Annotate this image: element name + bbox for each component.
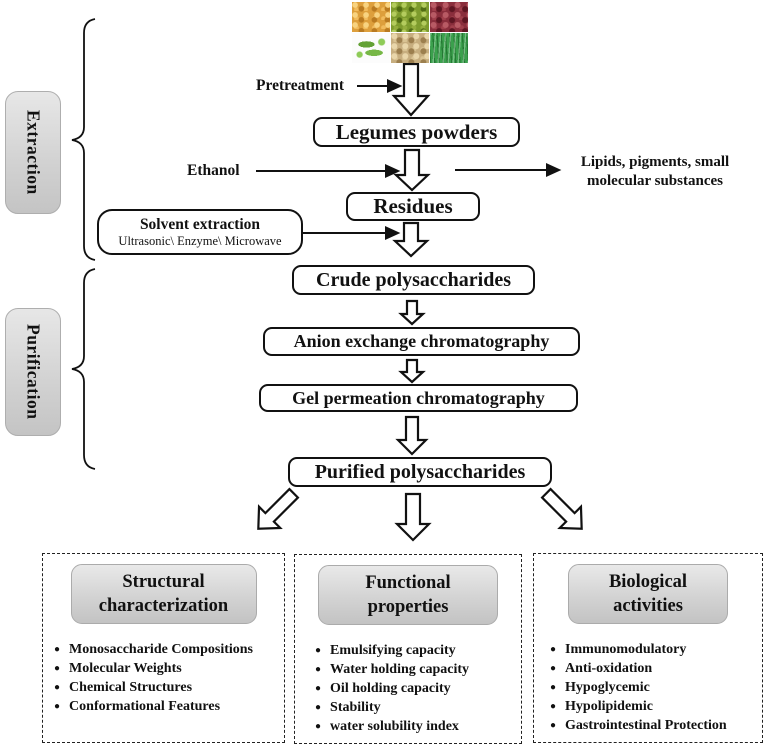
list-item-label: Oil holding capacity <box>330 681 451 696</box>
soybeans-photo <box>352 2 390 32</box>
bullet-icon: ● <box>315 645 322 656</box>
legume-photos <box>352 2 468 63</box>
solvent-extraction-title: Solvent extraction <box>139 215 261 233</box>
biological-activities-header: Biological activities <box>568 564 728 624</box>
list-item: ● water solubility index <box>315 719 517 738</box>
bullet-icon: ● <box>550 663 557 674</box>
list-item: ● Stability <box>315 700 517 719</box>
biological-activities-panel: Biological activities ● Immunomodulatory … <box>533 553 763 743</box>
bullet-icon: ● <box>550 644 557 655</box>
down-arrow-icon <box>391 62 431 117</box>
functional-properties-panel: Functional properties ● Emulsifying capac… <box>294 554 522 744</box>
list-item: ● Conformational Features <box>54 699 280 718</box>
gel-permeation-box: Gel permeation chromatography <box>259 384 578 412</box>
stage-label-purification: Purification <box>5 308 61 436</box>
list-item-label: Hypoglycemic <box>565 680 650 695</box>
byproducts-line2: molecular substances <box>587 172 723 189</box>
bullet-icon: ● <box>54 663 61 674</box>
structural-characterization-panel: Structural characterization ● Monosacchar… <box>42 553 285 743</box>
list-item-label: Water holding capacity <box>330 662 470 677</box>
bullet-icon: ● <box>315 664 322 675</box>
bullet-icon: ● <box>315 721 322 732</box>
ethanol-label: Ethanol <box>187 162 240 179</box>
bullet-icon: ● <box>550 720 557 731</box>
list-item: ● Anti-oxidation <box>550 661 758 680</box>
biological-activities-list: ● Immunomodulatory ● Anti-oxidation ● Hypog… <box>550 642 758 737</box>
bullet-icon: ● <box>315 683 322 694</box>
pretreatment-label: Pretreatment <box>256 77 345 94</box>
down-arrow-icon <box>392 221 430 258</box>
list-item-label: Immunomodulatory <box>565 642 687 657</box>
bullet-icon: ● <box>54 682 61 693</box>
down-arrow-icon <box>393 148 431 192</box>
byproducts-line1: Lipids, pigments, small <box>580 154 730 170</box>
list-item: ● Hypolipidemic <box>550 699 758 718</box>
list-item: ● Immunomodulatory <box>550 642 758 661</box>
solvent-extraction-box: Solvent extraction Ultrasonic\ Enzyme\ M… <box>97 209 303 255</box>
list-item-label: Stability <box>330 700 381 715</box>
functional-properties-header: Functional properties <box>318 565 498 625</box>
purification-brace-icon <box>71 268 96 470</box>
down-arrow-icon <box>398 299 426 326</box>
list-item: ● Hypoglycemic <box>550 680 758 699</box>
structural-characterization-header: Structural characterization <box>70 564 257 624</box>
list-item-label: Hypolipidemic <box>565 699 653 714</box>
list-item-label: Monosaccharide Compositions <box>69 642 253 657</box>
list-item: ● Oil holding capacity <box>315 681 517 700</box>
long-beans-photo <box>430 33 468 63</box>
mung-beans-photo <box>391 2 429 32</box>
list-item-label: Molecular Weights <box>69 661 182 676</box>
down-arrow-icon <box>395 415 429 456</box>
byproducts-arrow-icon <box>455 162 562 178</box>
down-left-arrow-icon <box>257 487 300 530</box>
list-item: ● Chemical Structures <box>54 680 280 699</box>
adzuki-beans-photo <box>430 2 468 32</box>
list-item: ● Emulsifying capacity <box>315 643 517 662</box>
list-item-label: Anti-oxidation <box>565 661 653 676</box>
list-item: ● Gastrointestinal Protection <box>550 718 758 737</box>
bullet-icon: ● <box>550 682 557 693</box>
down-arrow-icon <box>398 358 426 384</box>
bullet-icon: ● <box>54 701 61 712</box>
list-item-label: Gastrointestinal Protection <box>565 718 727 733</box>
crude-polysaccharides-box: Crude polysaccharides <box>292 265 535 295</box>
list-item: ● Molecular Weights <box>54 661 280 680</box>
residues-box: Residues <box>346 192 480 221</box>
list-item-label: Conformational Features <box>69 699 221 714</box>
list-item: ● Monosaccharide Compositions <box>54 642 280 661</box>
bullet-icon: ● <box>315 702 322 713</box>
byproducts-label: Lipids, pigments, small molecular substa… <box>565 153 745 191</box>
stage-label-extraction: Extraction <box>5 91 61 214</box>
list-item-label: Emulsifying capacity <box>330 643 456 658</box>
pretreatment-arrow-icon <box>357 78 403 94</box>
anion-exchange-box: Anion exchange chromatography <box>263 327 580 356</box>
purified-polysaccharides-box: Purified polysaccharides <box>288 457 552 487</box>
chickpeas-photo <box>391 33 429 63</box>
green-peas-photo <box>352 33 390 63</box>
ethanol-arrow-icon <box>256 163 401 179</box>
solvent-arrow-icon <box>303 225 401 241</box>
down-right-arrow-icon <box>540 487 583 530</box>
structural-characterization-list: ● Monosaccharide Compositions ● Molecular … <box>54 642 280 718</box>
list-item: ● Water holding capacity <box>315 662 517 681</box>
legumes-powders-box: Legumes powders <box>313 117 520 147</box>
bullet-icon: ● <box>550 701 557 712</box>
extraction-brace-icon <box>71 18 96 261</box>
down-arrow-icon <box>394 492 432 542</box>
functional-properties-list: ● Emulsifying capacity ● Water holding cap… <box>315 643 517 738</box>
bullet-icon: ● <box>54 644 61 655</box>
list-item-label: Chemical Structures <box>69 680 193 695</box>
solvent-extraction-methods: Ultrasonic\ Enzyme\ Microwave <box>118 233 282 248</box>
list-item-label: water solubility index <box>330 719 459 734</box>
